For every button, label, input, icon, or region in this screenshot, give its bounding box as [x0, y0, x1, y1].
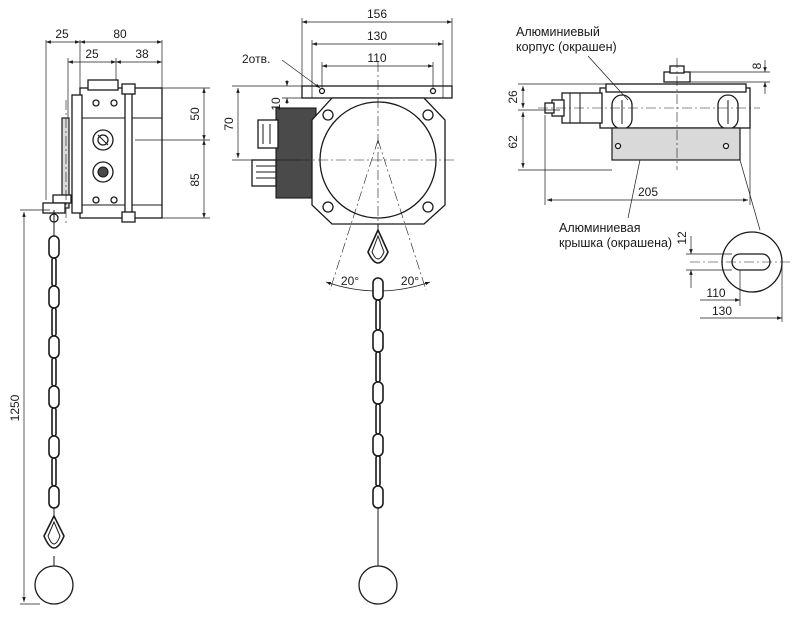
cover-callout-line1: Алюминиевая — [559, 221, 641, 235]
angle-20-left: 20° — [341, 274, 359, 288]
front-view — [251, 62, 455, 292]
front-dimensions — [232, 18, 453, 161]
side-view — [42, 79, 163, 225]
dim-110: 110 — [367, 51, 386, 65]
dim-38: 38 — [135, 47, 149, 61]
side-flange — [71, 94, 83, 214]
holes-label: 2отв. — [242, 52, 270, 66]
dim-110-detail: 110 — [706, 286, 725, 300]
counterweight-ball-icon — [34, 565, 74, 605]
dim-130: 130 — [367, 29, 387, 43]
side-housing — [79, 87, 163, 219]
housing-callout-line1: Алюминиевый — [516, 25, 600, 39]
dim-12: 12 — [675, 231, 689, 245]
dim-25-second: 25 — [85, 47, 99, 61]
dim-26: 26 — [506, 90, 520, 104]
counterweight-ball-icon — [358, 565, 398, 605]
side-dimensions — [20, 40, 210, 605]
dim-156: 156 — [367, 7, 387, 21]
cover-callout-line2: крышка (окрашена) — [559, 236, 672, 250]
dim-80: 80 — [113, 27, 127, 41]
angle-20-right: 20° — [401, 274, 419, 288]
dim-85: 85 — [188, 173, 202, 187]
dim-205: 205 — [638, 185, 658, 199]
bolt-icon — [322, 109, 334, 121]
slot-detail — [686, 231, 790, 322]
screw-icon — [110, 196, 118, 204]
callouts: Алюминиевый корпус (окрашен) Алюминиевая… — [516, 25, 672, 250]
gland-housing — [275, 107, 317, 199]
top-view — [538, 58, 760, 170]
side-chain — [34, 222, 74, 605]
bolt-icon — [422, 109, 434, 121]
dim-130-detail: 130 — [712, 304, 732, 318]
screw-icon — [92, 196, 100, 204]
top-cover — [611, 127, 741, 161]
screw-icon — [92, 99, 100, 107]
dim-25-top: 25 — [55, 27, 69, 41]
screw-icon — [110, 99, 118, 107]
top-dimensions — [518, 55, 770, 231]
dim-50: 50 — [188, 107, 202, 121]
front-chain — [358, 224, 398, 605]
dim-70: 70 — [222, 117, 236, 131]
bolt-icon — [322, 201, 334, 213]
dim-62: 62 — [506, 135, 520, 149]
dim-10: 10 — [269, 97, 283, 111]
dim-1250: 1250 — [8, 394, 22, 421]
bolt-icon — [422, 201, 434, 213]
dim-8: 8 — [750, 62, 764, 69]
dimension-labels: 25 80 25 38 50 85 1250 156 130 110 2отв.… — [8, 7, 764, 421]
housing-callout-line2: корпус (окрашен) — [516, 40, 617, 54]
